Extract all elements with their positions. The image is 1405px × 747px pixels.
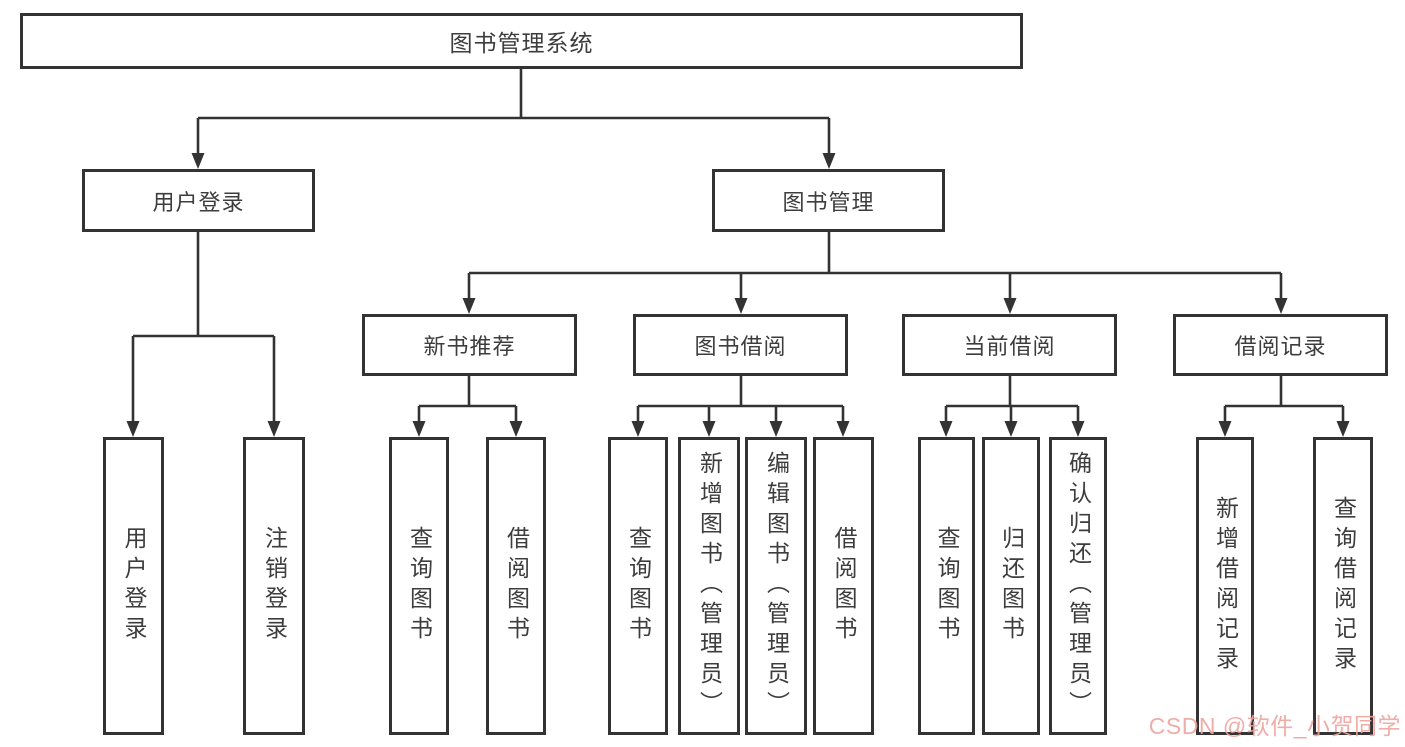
arrow-down-icon	[1071, 421, 1085, 437]
arrow-down-icon	[631, 421, 645, 437]
node-leaf-bb-query-book: 查询图书	[608, 437, 668, 735]
arrow-down-icon	[1274, 298, 1288, 314]
node-leaf-br-query-record: 查询借阅记录	[1313, 437, 1373, 735]
arrow-down-icon	[412, 421, 426, 437]
node-leaf-bb-borrow-book: 借阅图书	[813, 437, 874, 735]
arrow-down-icon	[462, 298, 476, 314]
node-leaf-cb-confirm-return-admin: 确认归还（管理员）	[1049, 437, 1107, 735]
node-library-system: 图书管理系统	[20, 13, 1023, 69]
node-leaf-bb-add-book-admin: 新增图书（管理员）	[678, 437, 740, 735]
arrow-down-icon	[702, 421, 716, 437]
arrow-down-icon	[822, 153, 836, 169]
node-leaf-cb-query-book: 查询图书	[918, 437, 975, 735]
arrow-down-icon	[191, 153, 205, 169]
arrow-down-icon	[126, 421, 140, 437]
arrow-down-icon	[769, 421, 783, 437]
node-borrow-record: 借阅记录	[1173, 314, 1388, 376]
node-leaf-br-add-record: 新增借阅记录	[1196, 437, 1254, 735]
arrow-down-icon	[1218, 421, 1232, 437]
arrow-down-icon	[1003, 298, 1017, 314]
arrow-down-icon	[509, 421, 523, 437]
node-leaf-cb-return-book: 归还图书	[982, 437, 1040, 735]
node-leaf-user-login: 用户登录	[103, 437, 164, 735]
arrow-down-icon	[1004, 421, 1018, 437]
arrow-down-icon	[939, 421, 953, 437]
arrow-down-icon	[734, 298, 748, 314]
arrow-down-icon	[267, 421, 281, 437]
node-leaf-nbr-query-book: 查询图书	[389, 437, 449, 735]
node-book-borrow: 图书借阅	[633, 314, 848, 376]
node-leaf-bb-edit-book-admin: 编辑图书（管理员）	[745, 437, 807, 735]
node-user-login: 用户登录	[82, 169, 315, 232]
node-book-management: 图书管理	[712, 169, 945, 232]
node-leaf-logout: 注销登录	[243, 437, 305, 735]
node-leaf-nbr-borrow-book: 借阅图书	[486, 437, 546, 735]
arrow-down-icon	[1336, 421, 1350, 437]
node-current-borrow: 当前借阅	[902, 314, 1117, 376]
node-new-book-recommend: 新书推荐	[362, 314, 577, 376]
arrow-down-icon	[836, 421, 850, 437]
